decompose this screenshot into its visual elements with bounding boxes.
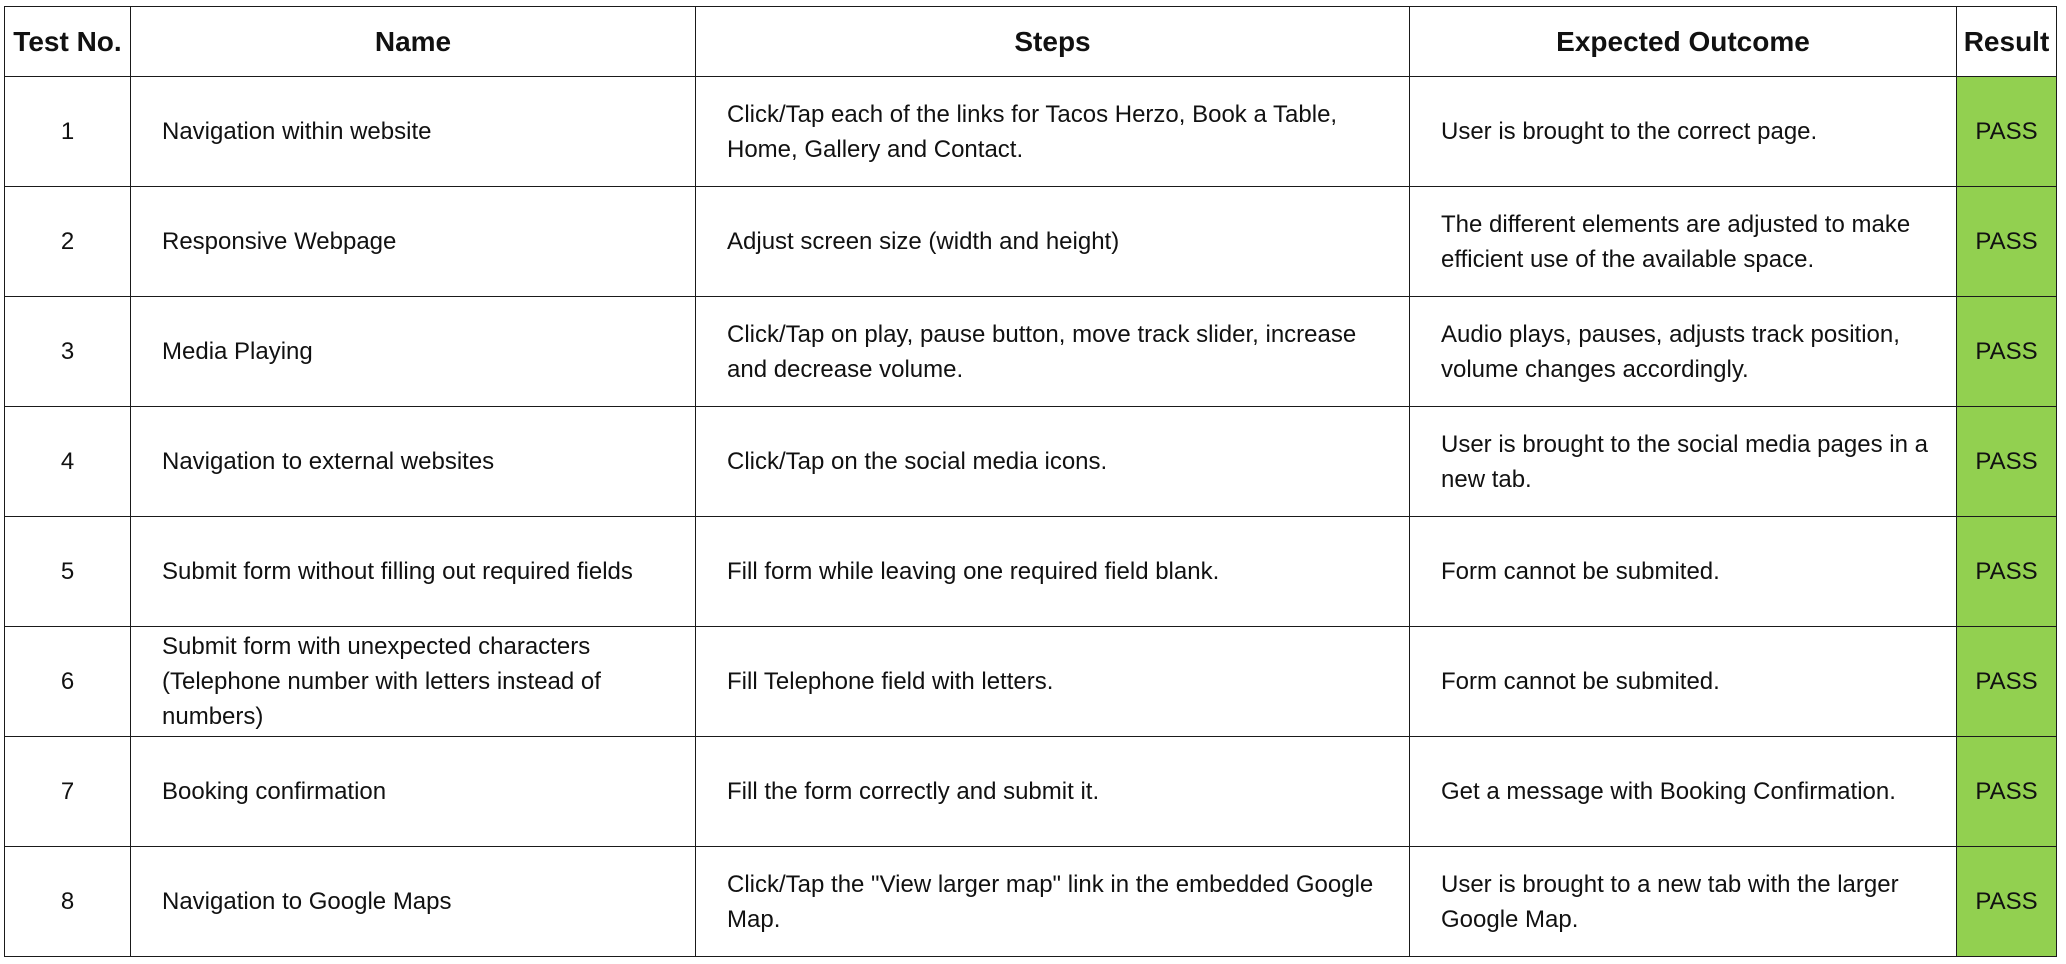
test-steps-cell: Click/Tap the "View larger map" link in … bbox=[695, 846, 1410, 957]
header-expected-outcome: Expected Outcome bbox=[1409, 6, 1957, 77]
header-result: Result bbox=[1956, 6, 2057, 77]
expected-outcome-cell: Get a message with Booking Confirmation. bbox=[1409, 736, 1957, 847]
test-name-cell: Submit form with unexpected characters (… bbox=[130, 626, 696, 737]
test-results-sheet: Test No. Name Steps Expected Outcome Res… bbox=[4, 6, 2057, 957]
expected-outcome-cell: User is brought to the social media page… bbox=[1409, 406, 1957, 517]
test-results-table: Test No. Name Steps Expected Outcome Res… bbox=[4, 6, 2057, 957]
test-steps-cell: Adjust screen size (width and height) bbox=[695, 186, 1410, 297]
result-badge: PASS bbox=[1956, 516, 2057, 627]
expected-outcome-cell: Form cannot be submited. bbox=[1409, 516, 1957, 627]
table-row: 7 Booking confirmation Fill the form cor… bbox=[4, 736, 2057, 847]
result-badge: PASS bbox=[1956, 736, 2057, 847]
table-row: 1 Navigation within website Click/Tap ea… bbox=[4, 76, 2057, 187]
test-steps-cell: Fill Telephone field with letters. bbox=[695, 626, 1410, 737]
test-number-cell: 2 bbox=[4, 186, 131, 297]
test-name-cell: Navigation within website bbox=[130, 76, 696, 187]
test-steps-cell: Fill the form correctly and submit it. bbox=[695, 736, 1410, 847]
test-name-cell: Submit form without filling out required… bbox=[130, 516, 696, 627]
test-steps-cell: Fill form while leaving one required fie… bbox=[695, 516, 1410, 627]
table-row: 3 Media Playing Click/Tap on play, pause… bbox=[4, 296, 2057, 407]
header-row: Test No. Name Steps Expected Outcome Res… bbox=[4, 6, 2057, 77]
expected-outcome-cell: User is brought to a new tab with the la… bbox=[1409, 846, 1957, 957]
result-badge: PASS bbox=[1956, 406, 2057, 517]
test-number-cell: 1 bbox=[4, 76, 131, 187]
result-badge: PASS bbox=[1956, 76, 2057, 187]
result-badge: PASS bbox=[1956, 626, 2057, 737]
test-name-cell: Booking confirmation bbox=[130, 736, 696, 847]
result-badge: PASS bbox=[1956, 296, 2057, 407]
test-number-cell: 5 bbox=[4, 516, 131, 627]
test-name-cell: Media Playing bbox=[130, 296, 696, 407]
expected-outcome-cell: User is brought to the correct page. bbox=[1409, 76, 1957, 187]
table-row: 5 Submit form without filling out requir… bbox=[4, 516, 2057, 627]
expected-outcome-cell: The different elements are adjusted to m… bbox=[1409, 186, 1957, 297]
table-row: 2 Responsive Webpage Adjust screen size … bbox=[4, 186, 2057, 297]
header-name: Name bbox=[130, 6, 696, 77]
test-number-cell: 8 bbox=[4, 846, 131, 957]
test-steps-cell: Click/Tap on the social media icons. bbox=[695, 406, 1410, 517]
test-name-cell: Responsive Webpage bbox=[130, 186, 696, 297]
test-number-cell: 6 bbox=[4, 626, 131, 737]
expected-outcome-cell: Form cannot be submited. bbox=[1409, 626, 1957, 737]
header-steps: Steps bbox=[695, 6, 1410, 77]
table-row: 8 Navigation to Google Maps Click/Tap th… bbox=[4, 846, 2057, 957]
result-badge: PASS bbox=[1956, 186, 2057, 297]
test-number-cell: 7 bbox=[4, 736, 131, 847]
result-badge: PASS bbox=[1956, 846, 2057, 957]
test-name-cell: Navigation to external websites bbox=[130, 406, 696, 517]
test-number-cell: 3 bbox=[4, 296, 131, 407]
test-steps-cell: Click/Tap each of the links for Tacos He… bbox=[695, 76, 1410, 187]
test-steps-cell: Click/Tap on play, pause button, move tr… bbox=[695, 296, 1410, 407]
test-number-cell: 4 bbox=[4, 406, 131, 517]
table-row: 6 Submit form with unexpected characters… bbox=[4, 626, 2057, 737]
expected-outcome-cell: Audio plays, pauses, adjusts track posit… bbox=[1409, 296, 1957, 407]
header-test-no: Test No. bbox=[4, 6, 131, 77]
table-row: 4 Navigation to external websites Click/… bbox=[4, 406, 2057, 517]
test-name-cell: Navigation to Google Maps bbox=[130, 846, 696, 957]
